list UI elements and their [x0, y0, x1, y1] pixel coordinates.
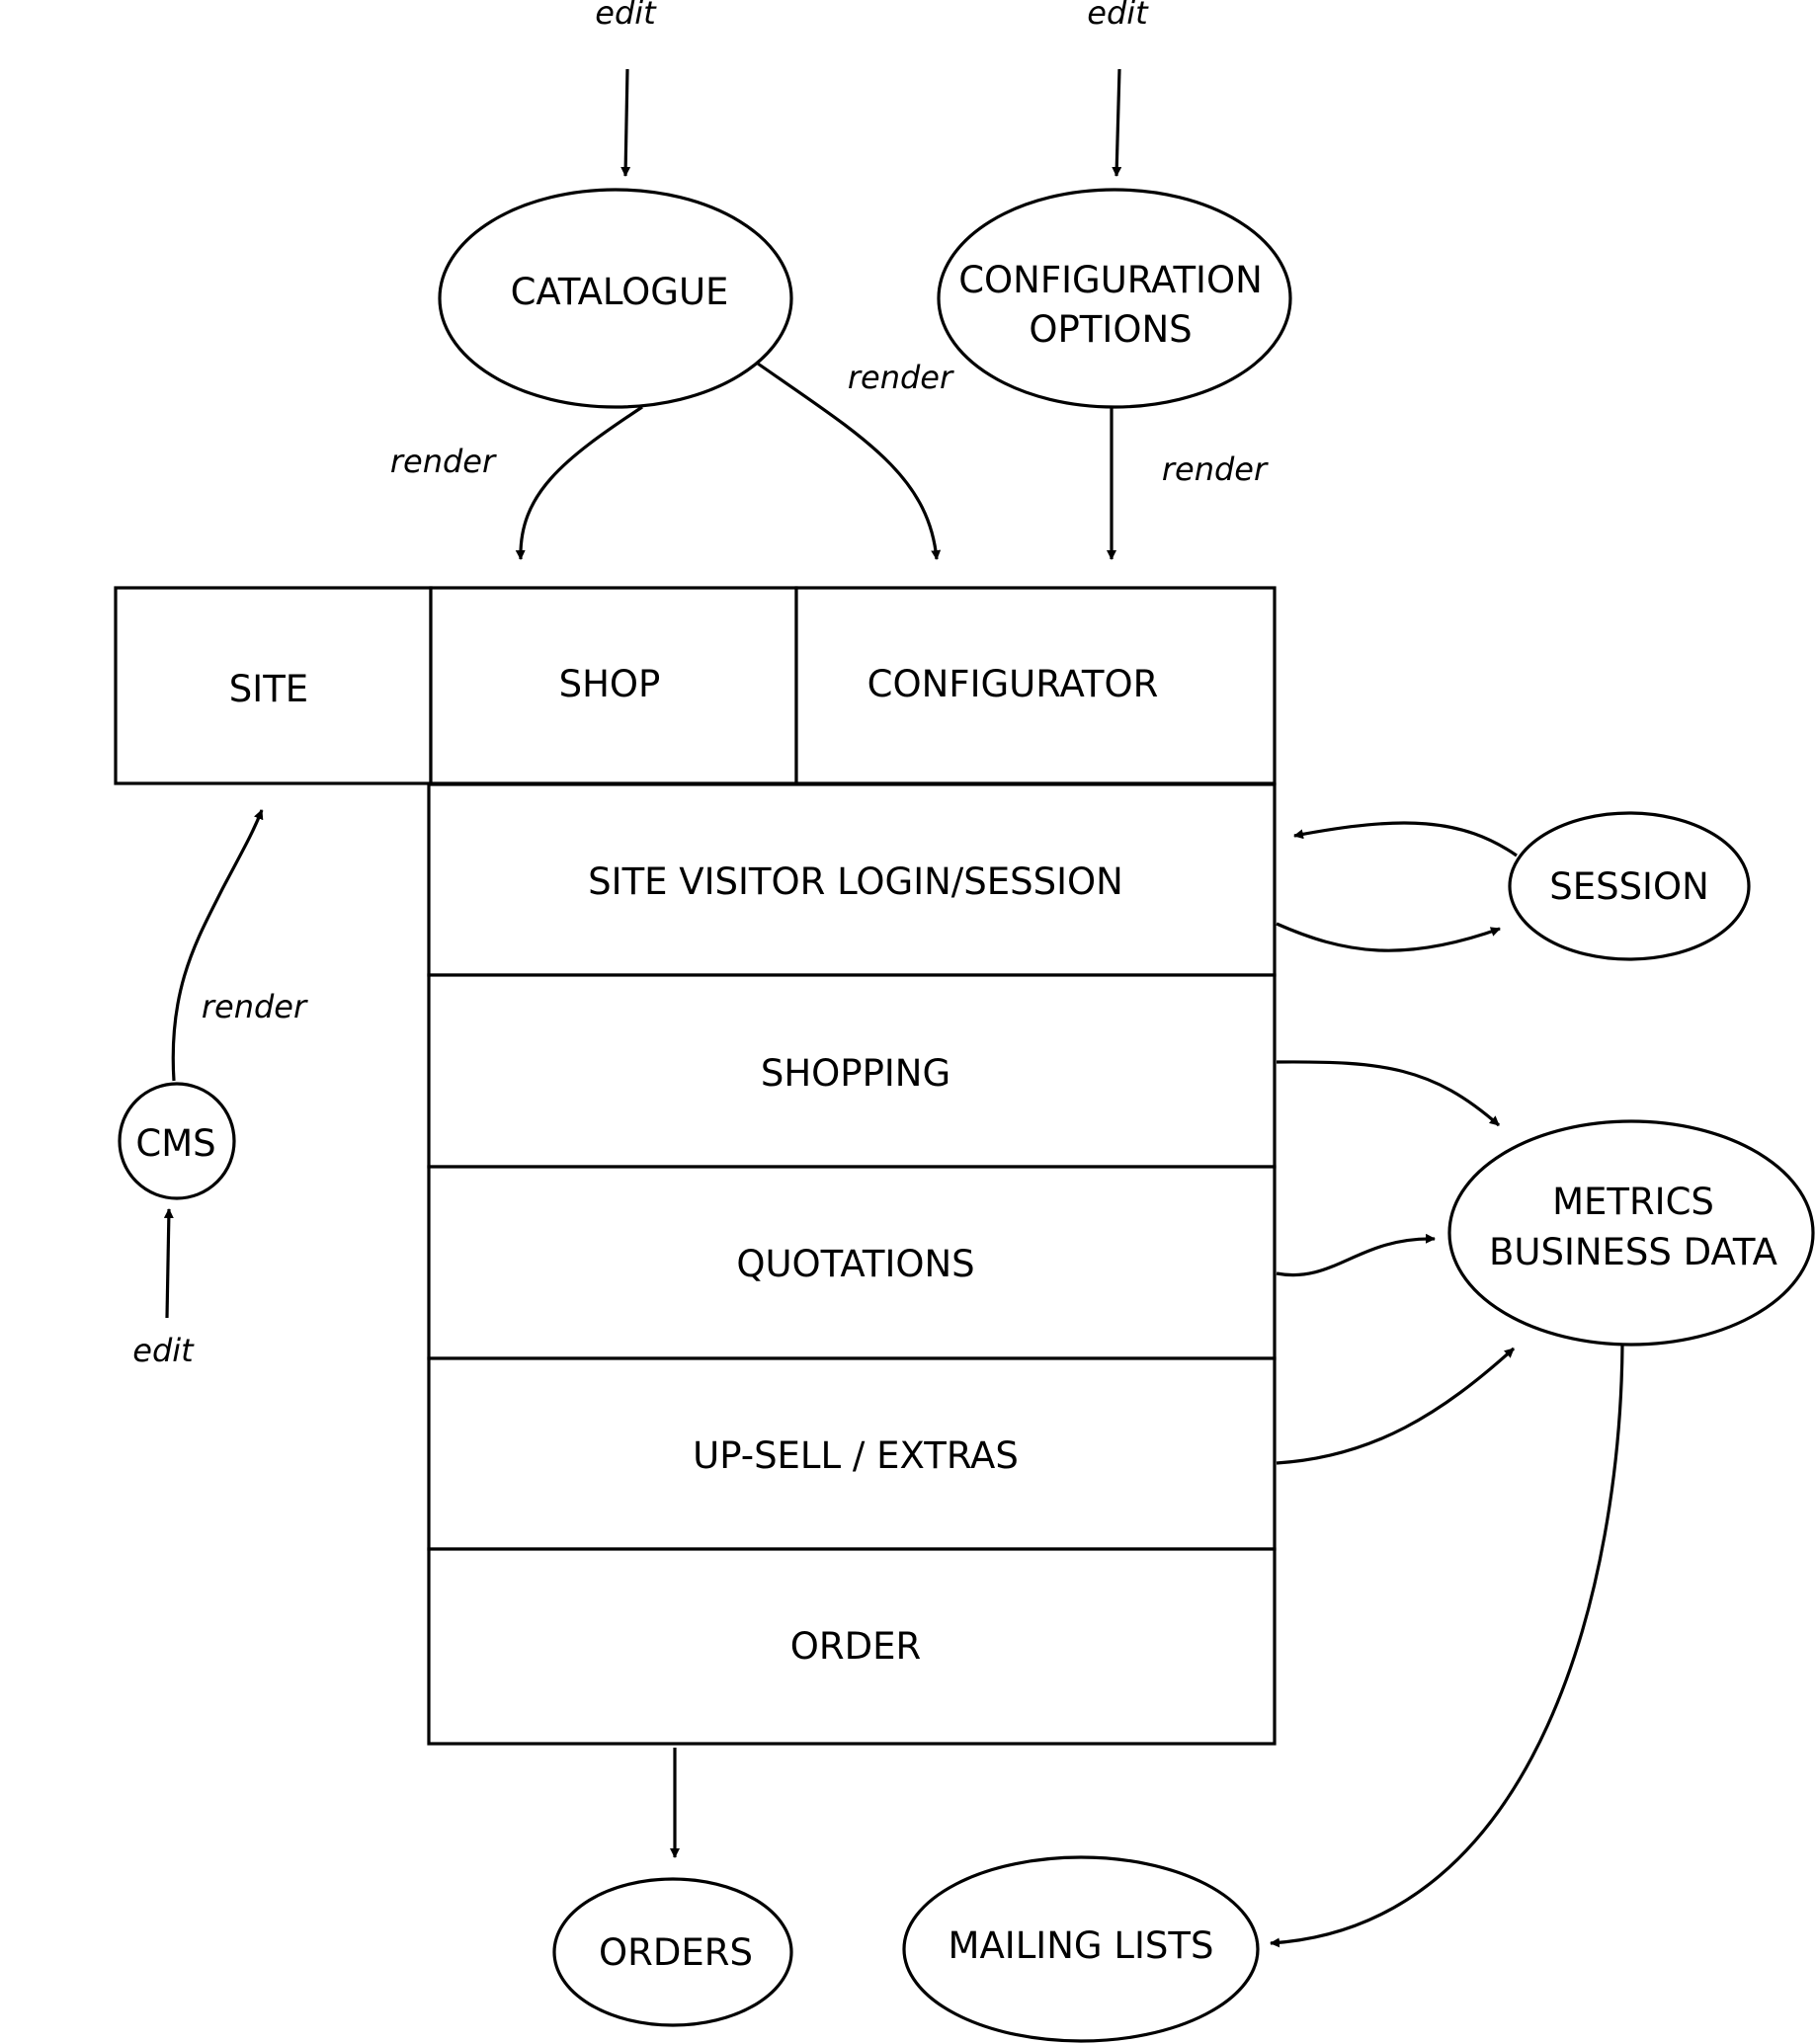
render-arrow-cms-site	[171, 809, 264, 1082]
cms-label: CMS	[135, 1122, 215, 1165]
stack-row-shopping[interactable]: SHOPPING	[427, 973, 1277, 1169]
edit-label-cms: edit	[132, 1332, 195, 1369]
site-label: SITE	[229, 668, 308, 710]
metrics-label-line1: METRICS	[1552, 1181, 1714, 1223]
render-label-catalogue-shop: render	[390, 443, 497, 480]
render-arrow-catalogue-configurator	[757, 362, 942, 560]
mailing-lists-label: MAILING LISTS	[949, 1924, 1214, 1967]
metrics-to-mailing-lists-arrow	[1270, 1344, 1624, 1948]
catalogue-node[interactable]: CATALOGUE	[438, 188, 793, 409]
configurator-box[interactable]: CONFIGURATOR	[794, 586, 1277, 785]
orders-label: ORDERS	[599, 1931, 753, 1974]
shopping-to-metrics-arrow	[1276, 1060, 1501, 1127]
edit-label-catalogue: edit	[595, 0, 657, 32]
stack-row-upsell-extras[interactable]: UP-SELL / EXTRAS	[427, 1356, 1277, 1551]
session-label: SESSION	[1549, 865, 1709, 908]
edit-arrow-cms	[163, 1208, 174, 1319]
stack-row-label: ORDER	[790, 1625, 921, 1668]
orders-node[interactable]: ORDERS	[552, 1877, 793, 2027]
stack-row-label: QUOTATIONS	[736, 1243, 974, 1285]
quotations-to-metrics-arrow	[1276, 1233, 1436, 1277]
edit-arrow-config	[1112, 68, 1122, 177]
stack-row-login-session[interactable]: SITE VISITOR LOGIN/SESSION	[427, 782, 1277, 977]
login-to-session-arrow	[1276, 922, 1501, 952]
configuration-options-label-line1: CONFIGURATION	[958, 259, 1263, 301]
edit-arrow-catalogue	[620, 68, 631, 177]
stack-row-order[interactable]: ORDER	[427, 1547, 1277, 1746]
stack-row-label: UP-SELL / EXTRAS	[693, 1434, 1019, 1477]
metrics-label-line2: BUSINESS DATA	[1489, 1231, 1777, 1273]
mailing-lists-node[interactable]: MAILING LISTS	[902, 1855, 1260, 2043]
stack-row-label: SITE VISITOR LOGIN/SESSION	[588, 860, 1123, 903]
shop-label: SHOP	[559, 663, 661, 705]
edit-label-config: edit	[1087, 0, 1149, 32]
configurator-label: CONFIGURATOR	[867, 663, 1159, 705]
stack-row-label: SHOPPING	[761, 1052, 950, 1095]
render-arrow-catalogue-shop	[515, 405, 643, 560]
catalogue-label: CATALOGUE	[511, 271, 729, 313]
configuration-options-label-line2: OPTIONS	[1029, 308, 1192, 351]
render-label-config-configurator: render	[1162, 450, 1269, 488]
render-label-catalogue-configurator: render	[848, 359, 954, 396]
shop-box[interactable]: SHOP	[429, 586, 798, 785]
stack-row-quotations[interactable]: QUOTATIONS	[427, 1165, 1277, 1360]
cms-node[interactable]: CMS	[118, 1082, 236, 1200]
configuration-options-node[interactable]: CONFIGURATION OPTIONS	[937, 188, 1292, 409]
session-node[interactable]: SESSION	[1508, 811, 1751, 961]
render-label-cms-site: render	[202, 988, 308, 1025]
metrics-node[interactable]: METRICS BUSINESS DATA	[1447, 1119, 1815, 1347]
site-box[interactable]: SITE	[114, 586, 433, 785]
session-to-login-arrow	[1293, 821, 1518, 858]
upsell-to-metrics-arrow	[1276, 1347, 1516, 1465]
